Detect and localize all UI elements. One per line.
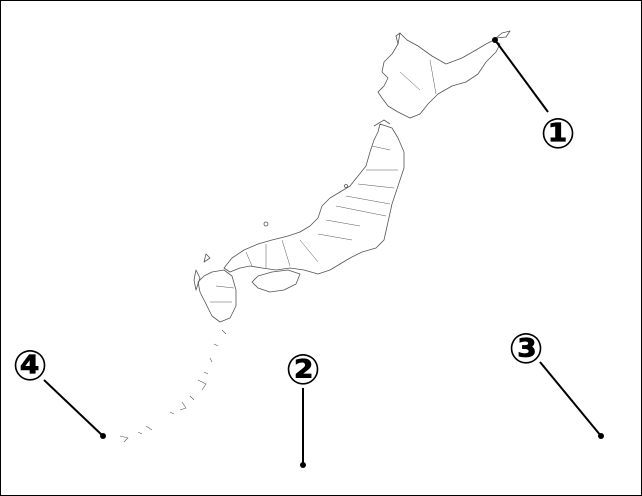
kyushu-island [197, 269, 237, 323]
tsushima-island [193, 269, 201, 291]
marker-4-leader [43, 379, 104, 437]
sado-island [263, 221, 269, 227]
marker-2-dot [300, 462, 306, 468]
marker-3: ③ [508, 324, 604, 439]
marker-1-label: ① [540, 109, 576, 158]
honshu-north-tip [373, 119, 391, 127]
marker-1: ① [492, 37, 576, 158]
shikoku-island [251, 269, 301, 293]
marker-3-dot [598, 433, 604, 439]
japan-outline [119, 30, 511, 443]
marker-2: ② [285, 345, 321, 468]
hokkaido-north-tip [395, 32, 401, 45]
hokkaido-island [377, 32, 501, 119]
prefecture-boundaries [210, 59, 437, 303]
oki-islands [203, 253, 211, 263]
marker-1-leader [494, 39, 549, 113]
marker-2-label: ② [285, 345, 321, 394]
honshu-island [223, 123, 405, 275]
marker-4-dot [100, 433, 106, 439]
marker-4: ④ [12, 341, 106, 439]
marker-4-label: ④ [12, 341, 48, 390]
kuril-islands [495, 30, 511, 39]
ryukyu-islands [119, 329, 227, 443]
marker-1-dot [492, 37, 498, 43]
marker-3-label: ③ [508, 324, 544, 373]
marker-3-leader [539, 361, 602, 437]
small-island [344, 184, 348, 188]
